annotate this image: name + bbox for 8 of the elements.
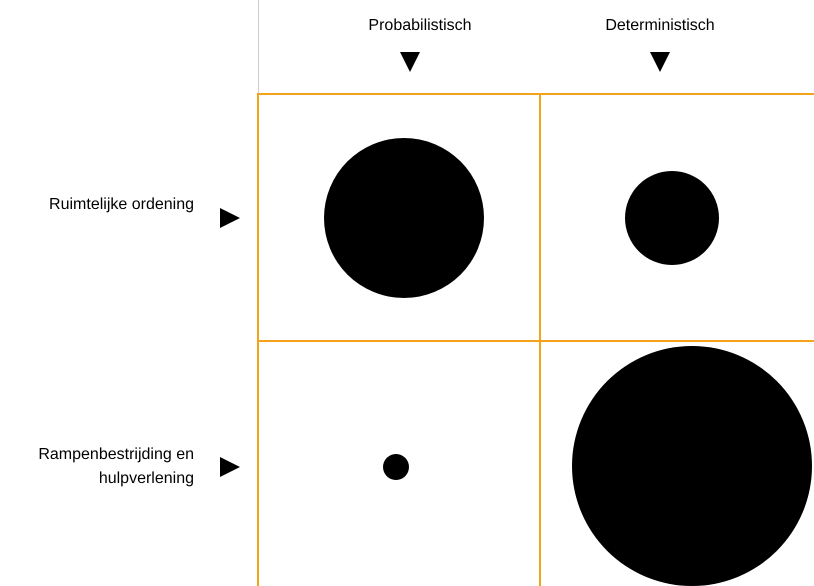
- circle-shape: [572, 346, 812, 586]
- column-header: Deterministisch: [604, 16, 716, 36]
- circle-shape: [625, 171, 719, 265]
- circle-shape: [324, 138, 484, 298]
- circle-shape: [383, 454, 409, 480]
- column-header: Probabilistisch: [367, 16, 473, 36]
- row-header: Rampenbestrijding en hulpverlening: [37, 445, 194, 489]
- row-header: Ruimtelijke ordening: [48, 195, 194, 215]
